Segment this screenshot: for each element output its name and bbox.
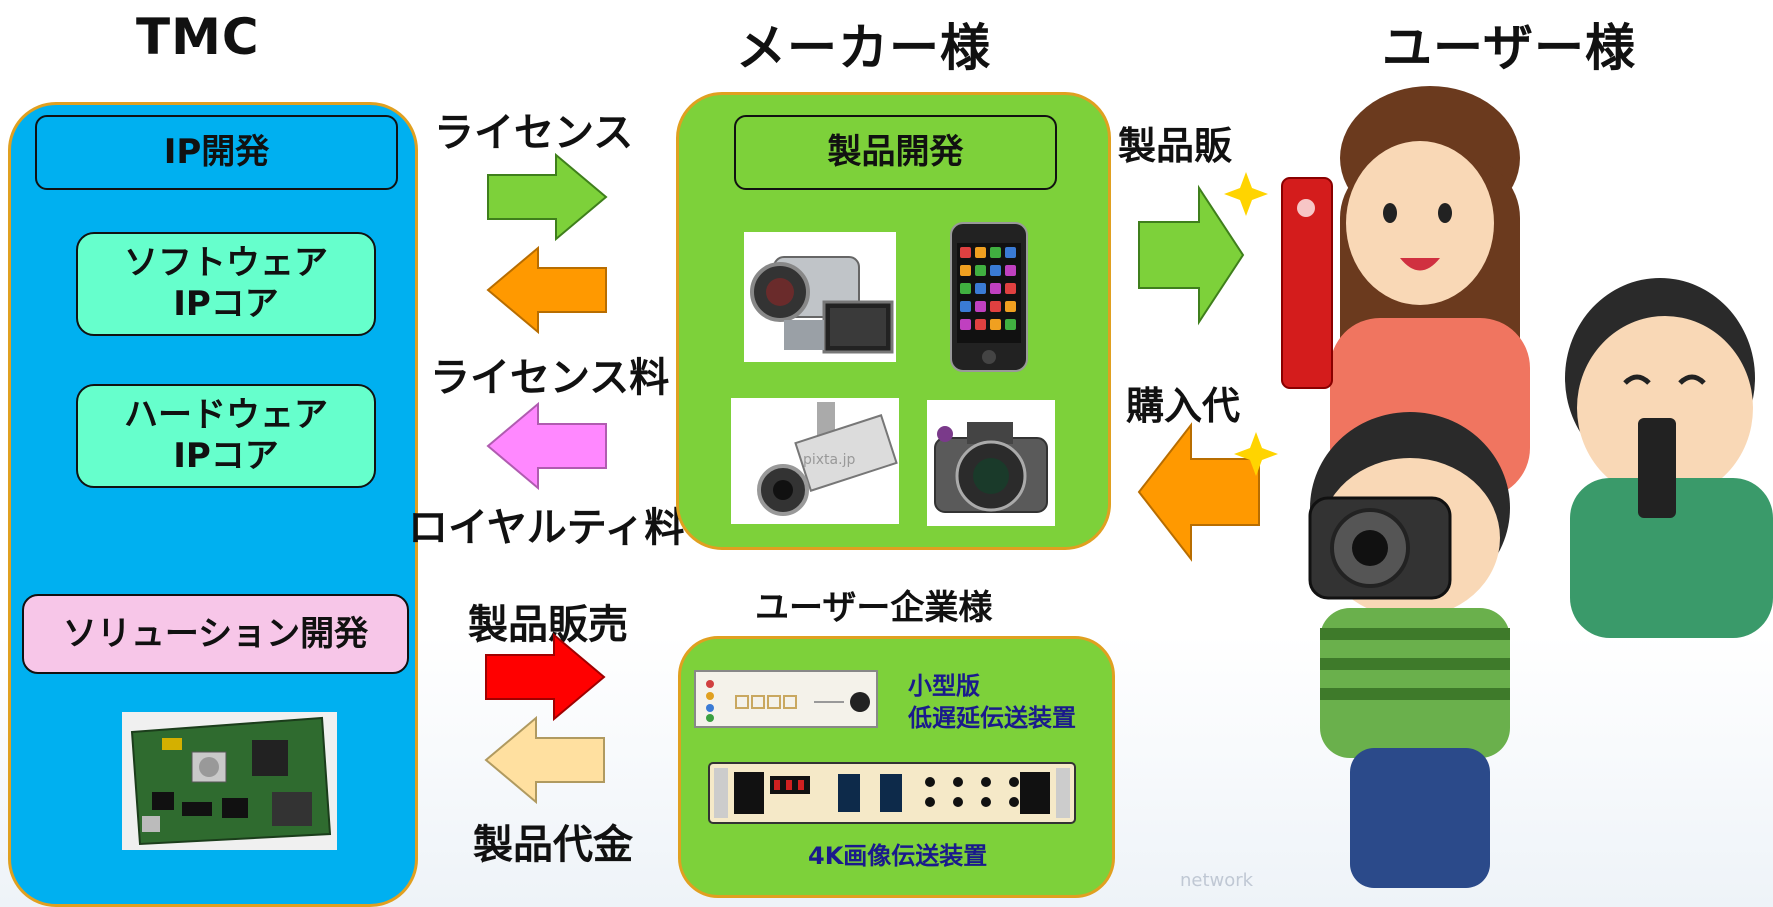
phone-app-icon bbox=[1005, 247, 1016, 258]
hardware-ip-core-box: ハードウェア IPコア bbox=[76, 384, 376, 488]
heading-maker: メーカー様 bbox=[736, 19, 991, 77]
arrow-left-orange-license-fee bbox=[486, 245, 607, 335]
phone-app-icon bbox=[960, 319, 971, 330]
4k-device-label: 4K画像伝送装置 bbox=[808, 842, 988, 870]
phone-app-icon bbox=[975, 319, 986, 330]
phone-app-icon bbox=[990, 319, 1001, 330]
circuit-board-image bbox=[122, 712, 337, 850]
heading-user: ユーザー様 bbox=[1382, 19, 1636, 77]
phone-app-icon bbox=[960, 265, 971, 276]
video-camera-image bbox=[744, 232, 896, 362]
phone-app-icon bbox=[990, 283, 1001, 294]
product-development-box: 製品開発 bbox=[734, 115, 1057, 190]
slr-camera-image bbox=[927, 400, 1055, 526]
hardware-ip-line1: ハードウェア bbox=[124, 395, 328, 436]
phone-app-icon bbox=[990, 247, 1001, 258]
label-purchase-payment: 購入代 bbox=[1126, 384, 1241, 428]
arrow-left-orange-purchase-payment bbox=[1137, 422, 1260, 562]
software-ip-line2: IPコア bbox=[173, 284, 279, 324]
smartphone-image bbox=[950, 222, 1028, 372]
phone-app-icon bbox=[975, 247, 986, 258]
phone-app-icon bbox=[960, 301, 971, 312]
label-sales-to-user: 製品販 bbox=[1118, 124, 1233, 168]
small-transmission-device-image bbox=[694, 670, 878, 728]
phone-app-icon bbox=[975, 265, 986, 276]
label-royalty: ロイヤルティ料 bbox=[408, 505, 685, 551]
arrow-right-green-license bbox=[487, 152, 608, 242]
phone-app-icon bbox=[975, 301, 986, 312]
small-device-line2: 低遅延伝送装置 bbox=[908, 704, 1076, 733]
solution-development-box: ソリューション開発 bbox=[22, 594, 409, 674]
phone-app-icon bbox=[990, 301, 1001, 312]
user-company-title: ユーザー企業様 bbox=[755, 588, 993, 628]
small-device-line1: 小型版 bbox=[908, 672, 980, 700]
ip-development-box: IP開発 bbox=[35, 115, 398, 190]
phone-app-icon bbox=[960, 247, 971, 258]
software-ip-line1: ソフトウェア bbox=[124, 243, 328, 284]
phone-app-icon bbox=[1005, 319, 1016, 330]
photographer-illustration bbox=[1234, 412, 1510, 888]
arrow-left-pink-royalty bbox=[486, 401, 607, 491]
boy-with-phone-illustration bbox=[1565, 278, 1773, 638]
arrow-right-green-sales-to-user bbox=[1138, 184, 1245, 326]
arrow-left-cream-product-payment bbox=[484, 715, 605, 805]
label-license-fee: ライセンス料 bbox=[430, 355, 670, 401]
arrow-right-red-product-sales bbox=[485, 632, 606, 722]
phone-app-icon bbox=[990, 265, 1001, 276]
phone-app-icon bbox=[1005, 265, 1016, 276]
label-product-payment: 製品代金 bbox=[473, 822, 633, 868]
small-device-label: 小型版 低遅延伝送装置 bbox=[908, 670, 1076, 735]
software-ip-core-box: ソフトウェア IPコア bbox=[76, 232, 376, 336]
4k-transmission-device-image bbox=[708, 762, 1076, 824]
phone-app-icon bbox=[975, 283, 986, 294]
security-camera-image: pixta.jp bbox=[731, 398, 899, 524]
phone-app-icon bbox=[1005, 283, 1016, 294]
network-watermark: network bbox=[1180, 870, 1254, 891]
heading-tmc: TMC bbox=[136, 8, 260, 66]
pixta-watermark: pixta.jp bbox=[803, 452, 855, 468]
phone-app-icon bbox=[960, 283, 971, 294]
network-watermark-text: network bbox=[1180, 870, 1254, 891]
phone-app-icon bbox=[1005, 301, 1016, 312]
hardware-ip-line2: IPコア bbox=[173, 436, 279, 476]
users-illustration bbox=[1224, 86, 1773, 888]
label-product-sales: 製品販売 bbox=[468, 602, 628, 648]
label-license: ライセンス bbox=[434, 110, 634, 156]
